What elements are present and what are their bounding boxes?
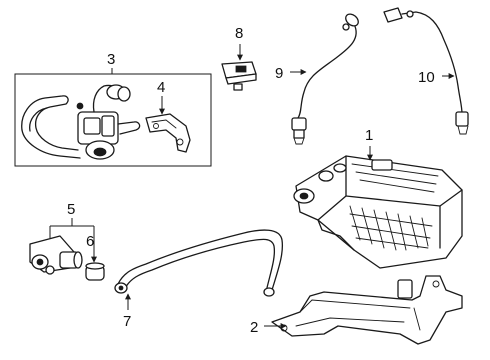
leader-5 (49, 218, 94, 262)
callout-1: 1 (365, 127, 373, 144)
group-box-3 (14, 73, 212, 167)
bracket-part-2[interactable] (271, 275, 463, 345)
callout-10: 10 (418, 69, 435, 86)
callout-6: 6 (86, 233, 94, 250)
callout-2: 2 (250, 319, 258, 336)
purge-valve-assembly[interactable] (21, 84, 141, 160)
callout-7: 7 (123, 313, 131, 330)
callout-3: 3 (107, 51, 115, 68)
valve-part-5[interactable] (29, 235, 83, 275)
sensor-part-9[interactable] (291, 12, 361, 145)
hose-part-7[interactable] (114, 229, 284, 297)
callout-5: 5 (67, 201, 75, 218)
sensor-part-10[interactable] (383, 7, 469, 135)
clip-part-8[interactable] (221, 61, 257, 91)
cap-part-6[interactable] (85, 262, 105, 281)
callout-4: 4 (157, 79, 165, 96)
canister-part-1[interactable] (293, 155, 463, 269)
callout-8: 8 (235, 25, 243, 42)
callout-9: 9 (275, 65, 283, 82)
bracket-part-4[interactable] (145, 113, 191, 153)
